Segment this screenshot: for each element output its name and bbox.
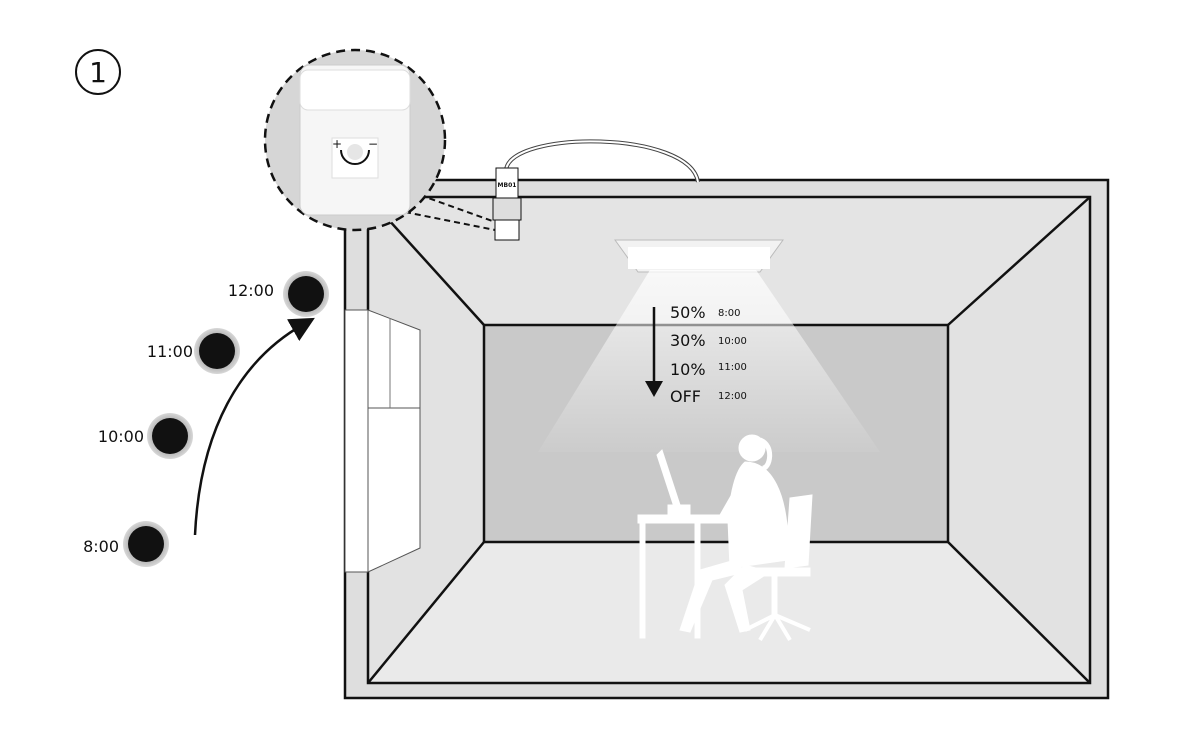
minus-sign: − <box>368 137 378 151</box>
chair <box>739 494 813 642</box>
step-number-badge: 1 <box>75 49 121 95</box>
woman <box>679 434 789 633</box>
sun-time-label: 12:00 <box>228 281 274 300</box>
sun-time-label: 10:00 <box>98 427 144 446</box>
sun-time-label: 8:00 <box>83 537 119 556</box>
person-at-desk <box>637 434 813 642</box>
sensor-model-label: MB01 <box>498 182 517 189</box>
sun-path-arrow <box>193 317 315 536</box>
sensor-magnified-callout: + − <box>263 48 496 232</box>
right-wall <box>948 197 1090 683</box>
dim-level: 50% <box>670 303 706 322</box>
light-beam <box>538 270 880 452</box>
monitor <box>656 449 691 516</box>
adjustment-dial-icon <box>340 149 370 165</box>
sun-time-label: 11:00 <box>147 342 193 361</box>
window <box>344 309 421 573</box>
floor <box>368 542 1090 683</box>
ceiling-light-fixture <box>538 239 880 452</box>
left-wall <box>368 197 484 683</box>
dim-time: 8:00 <box>718 308 740 319</box>
sun-10-00: 10:00 <box>98 413 193 459</box>
dim-time: 12:00 <box>718 391 747 402</box>
dimming-schedule: 50% 8:00 30% 10:00 10% 11:00 OFF 12:00 <box>645 303 747 406</box>
sun-11-00: 11:00 <box>147 328 240 374</box>
step-number: 1 <box>89 56 107 89</box>
plus-sign: + <box>332 137 342 151</box>
sun-8-00: 8:00 <box>83 521 169 567</box>
occupancy-sensor: MB01 <box>492 139 700 241</box>
dim-level: 10% <box>670 360 706 379</box>
sun-path: 8:00 10:00 11:00 12:00 <box>83 271 329 567</box>
dim-level: 30% <box>670 331 706 350</box>
sun-12-00: 12:00 <box>228 271 329 317</box>
dim-time: 10:00 <box>718 336 747 347</box>
dim-time: 11:00 <box>718 362 747 373</box>
dim-level: OFF <box>670 387 701 406</box>
